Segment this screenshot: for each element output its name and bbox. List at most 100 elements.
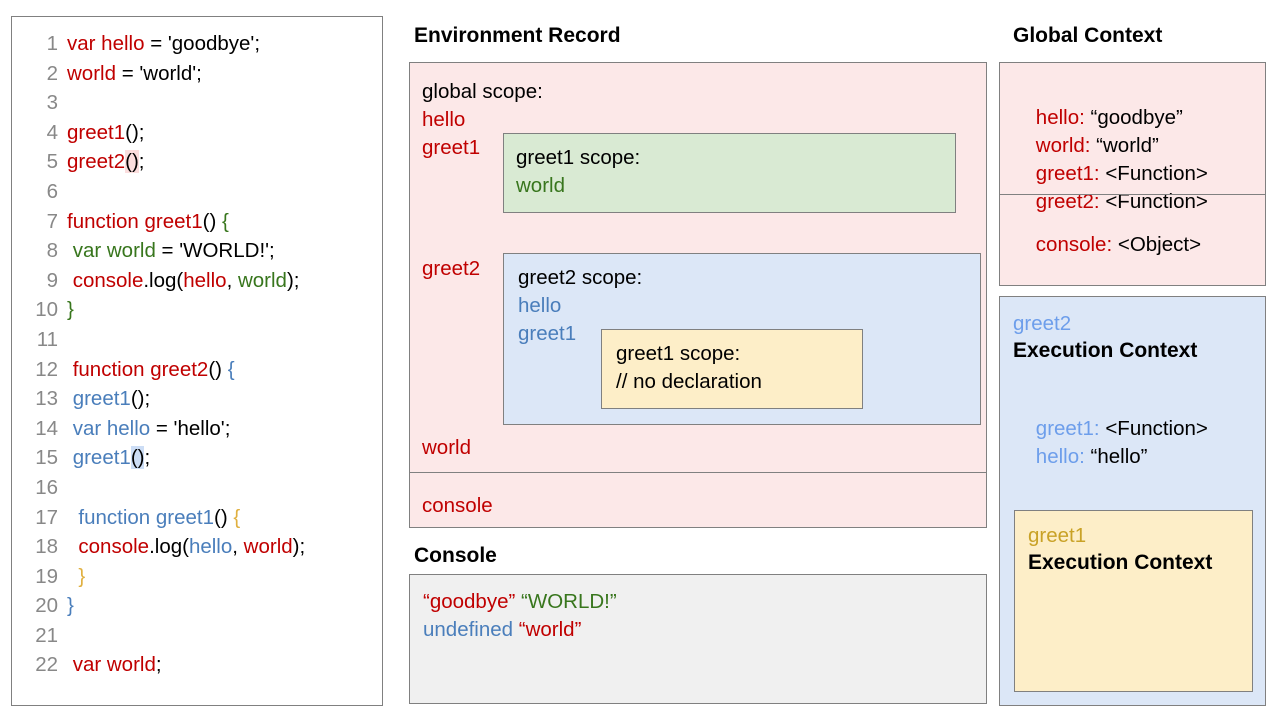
line-number: 22 — [35, 653, 58, 677]
code-token: var world — [67, 653, 156, 677]
entry-key: greet1: — [1035, 417, 1100, 440]
code-token: { — [221, 209, 229, 233]
entry-key: greet2: — [1035, 190, 1100, 213]
code-line[interactable]: 12 function greet2() { — [12, 355, 382, 385]
code-line[interactable]: 22 var world; — [12, 650, 382, 680]
code-line[interactable]: 15 greet1(); — [12, 443, 382, 473]
greet2-scope-title: greet2 scope: — [518, 266, 643, 289]
global-binding-hello: hello — [422, 108, 466, 131]
entry-value: <Function> — [1099, 417, 1208, 440]
code-token: , — [226, 268, 238, 292]
code-token: function greet1 — [67, 209, 203, 233]
nested-greet1-scope-box: greet1 scope: // no declaration — [601, 329, 863, 409]
line-number: 16 — [35, 475, 58, 499]
environment-record-title: Environment Record — [414, 24, 621, 47]
greet2-context-entry: greet1: <Function> — [1013, 393, 1208, 465]
code-line[interactable]: 13 greet1(); — [12, 384, 382, 414]
console-token: undefined — [423, 618, 514, 641]
global-binding-world: world — [422, 436, 471, 459]
line-number: 17 — [35, 505, 58, 529]
code-token: greet2 — [67, 150, 126, 174]
line-number: 4 — [46, 120, 58, 144]
code-line[interactable]: 10} — [12, 295, 382, 325]
code-line[interactable]: 21 — [12, 621, 382, 651]
code-line[interactable]: 20} — [12, 591, 382, 621]
code-token: hello — [188, 535, 233, 559]
code-token: world — [67, 61, 116, 85]
line-number: 7 — [46, 209, 58, 233]
greet1-scope-box: greet1 scope: world — [503, 133, 956, 213]
line-number: 13 — [35, 387, 58, 411]
line-number: 20 — [35, 594, 58, 618]
global-scope-label: global scope: — [422, 80, 543, 103]
code-line[interactable]: 19 } — [12, 562, 382, 592]
code-token: ); — [292, 535, 306, 559]
line-number: 6 — [46, 179, 58, 203]
line-number: 1 — [46, 32, 58, 55]
global-context-title: Global Context — [1013, 24, 1163, 47]
greet1-execution-context-title: Execution Context — [1028, 551, 1213, 574]
code-line[interactable]: 9 console.log(hello, world); — [12, 266, 382, 296]
line-number: 8 — [46, 239, 58, 263]
code-line[interactable]: 1 var hello = 'goodbye'; — [12, 29, 382, 59]
global-binding-greet2: greet2 — [422, 257, 481, 280]
greet2-execution-context-box: greet2 Execution Context greet1: <Functi… — [999, 296, 1266, 706]
code-line[interactable]: 14 var hello = 'hello'; — [12, 414, 382, 444]
global-context-box: hello: “goodbye” world: “world” greet1: … — [999, 62, 1266, 286]
code-token: console — [67, 268, 144, 292]
code-token: function greet2 — [67, 357, 209, 381]
greet2-scope-binding-hello: hello — [518, 294, 562, 317]
code-line[interactable]: 6 — [12, 177, 382, 207]
code-line[interactable]: 4 greet1(); — [12, 118, 382, 148]
console-title: Console — [414, 544, 497, 567]
entry-key: greet1: — [1035, 162, 1100, 185]
entry-value: <Function> — [1099, 190, 1208, 213]
code-token: = 'world'; — [116, 61, 202, 85]
console-token: “goodbye” — [423, 590, 516, 613]
code-token: greet1 — [67, 120, 126, 144]
code-line[interactable]: 16 — [12, 473, 382, 503]
console-output-line: “goodbye” “WORLD!” — [423, 588, 617, 616]
entry-value: “hello” — [1084, 445, 1148, 468]
code-line[interactable]: 8 var world = 'WORLD!'; — [12, 236, 382, 266]
console-output-line: undefined “world” — [423, 616, 581, 644]
greet1-scope-binding-world: world — [516, 174, 565, 197]
greet2-execution-context-name: greet2 — [1013, 312, 1072, 335]
line-number: 5 — [46, 150, 58, 174]
code-token: , — [232, 535, 244, 559]
code-token: world — [237, 268, 287, 292]
line-number: 11 — [36, 327, 58, 351]
code-token: () — [130, 446, 145, 470]
code-line[interactable]: 17 function greet1() { — [12, 503, 382, 533]
code-token: world — [243, 535, 293, 559]
code-token: ; — [144, 446, 151, 470]
code-token: console — [67, 535, 150, 559]
entry-value: “world” — [1090, 134, 1159, 157]
code-token: var hello — [67, 32, 145, 55]
line-number: 15 — [35, 446, 58, 470]
entry-key: hello: — [1035, 445, 1085, 468]
console-output-box: “goodbye” “WORLD!” undefined “world” — [409, 574, 987, 704]
global-binding-console: console — [422, 494, 493, 517]
code-token: () — [208, 357, 228, 381]
entry-value: <Function> — [1099, 162, 1208, 185]
code-token: = 'goodbye'; — [144, 32, 261, 55]
entry-value: “goodbye” — [1084, 106, 1183, 129]
nested-greet1-scope-title: greet1 scope: — [616, 342, 741, 365]
code-line[interactable]: 11 — [12, 325, 382, 355]
entry-key: console: — [1035, 233, 1113, 256]
line-number: 14 — [35, 416, 58, 440]
code-token: .log( — [143, 268, 184, 292]
code-line[interactable]: 18 console.log(hello, world); — [12, 532, 382, 562]
code-token: (); — [130, 387, 151, 411]
code-line[interactable]: 3 — [12, 88, 382, 118]
code-token: (); — [125, 120, 145, 144]
console-token: “world” — [518, 618, 582, 641]
line-number: 12 — [35, 357, 58, 381]
line-number: 10 — [35, 298, 58, 322]
